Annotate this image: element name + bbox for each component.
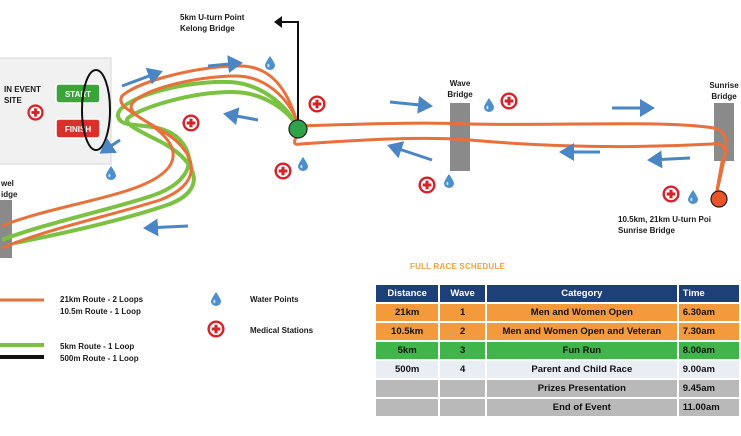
- sunrise-uturn-label-2: Sunrise Bridge: [618, 226, 675, 235]
- header-wave: Wave: [440, 285, 485, 302]
- medical-cross-icon: [274, 162, 292, 180]
- kelong-label-2: Kelong Bridge: [180, 24, 235, 33]
- cell-wave: 4: [440, 361, 485, 378]
- kelong-uturn-point: [288, 119, 308, 139]
- cell-distance: [376, 399, 439, 416]
- header-time: Time: [678, 285, 739, 302]
- cell-time: 8.00am: [678, 342, 739, 359]
- cell-category: Men and Women Open and Veteran: [486, 323, 677, 340]
- kelong-label: 5km U-turn Point: [180, 13, 245, 22]
- cell-wave: 2: [440, 323, 485, 340]
- flow-arrow-icon: [207, 55, 243, 74]
- cell-distance: 5km: [376, 342, 439, 359]
- cell-time: 7.30am: [678, 323, 739, 340]
- cell-category: Prizes Presentation: [486, 380, 677, 397]
- medical-cross-icon: [27, 104, 44, 121]
- medical-cross-icon: [418, 176, 436, 194]
- cell-time: 9.45am: [678, 380, 739, 397]
- legend-medical-icon: [207, 320, 225, 338]
- bridge-icon: [714, 103, 734, 161]
- legend-21km-text: 21km Route - 2 Loops: [60, 295, 144, 304]
- medical-cross-icon: [500, 92, 518, 110]
- water-drop-icon: [298, 157, 308, 171]
- flow-arrow-icon: [389, 95, 433, 114]
- cell-wave: 3: [440, 342, 485, 359]
- legend-water-icon: [211, 292, 221, 306]
- cell-distance: 500m: [376, 361, 439, 378]
- left-bridge-label-2: idge: [1, 190, 18, 199]
- water-drop-icon: [688, 190, 698, 204]
- flow-arrow-icon: [121, 67, 163, 88]
- header-category: Category: [486, 285, 677, 302]
- left-bridge-label: wel: [0, 179, 14, 188]
- sunrise-uturn-point: [710, 190, 728, 208]
- route-21km-line: [1, 64, 728, 250]
- schedule-header-row: Distance Wave Category Time: [376, 285, 739, 302]
- cell-distance: 10.5km: [376, 323, 439, 340]
- wave-bridge-label-2: Bridge: [447, 90, 473, 99]
- cell-wave: [440, 399, 485, 416]
- sunrise-uturn-label: 10.5km, 21km U-turn Poi: [618, 215, 711, 224]
- legend-water-text: Water Points: [250, 295, 299, 304]
- water-drop-icon: [265, 56, 275, 70]
- pointer-arrowhead: [274, 16, 282, 28]
- cell-wave: 1: [440, 304, 485, 321]
- water-drop-icon: [106, 166, 116, 180]
- flow-arrow-icon: [387, 141, 433, 162]
- route-500m-pointer: [282, 21, 299, 126]
- header-distance: Distance: [376, 285, 439, 302]
- event-site-label-2: SITE: [4, 96, 22, 105]
- flow-arrow-icon: [143, 218, 189, 237]
- flow-arrow-icon: [647, 150, 691, 169]
- cell-category: End of Event: [486, 399, 677, 416]
- flow-arrows: [99, 55, 691, 237]
- cell-distance: [376, 380, 439, 397]
- medical-cross-icon: [662, 185, 680, 203]
- start-label: START: [65, 90, 91, 99]
- event-site-label: IN EVENT: [4, 85, 41, 94]
- schedule-title: FULL RACE SCHEDULE: [410, 262, 506, 271]
- wave-bridge-label: Wave: [450, 79, 471, 88]
- cell-distance: 21km: [376, 304, 439, 321]
- cell-category: Fun Run: [486, 342, 677, 359]
- water-drop-icon: [484, 98, 494, 112]
- finish-marker: [55, 118, 101, 139]
- cell-time: 11.00am: [678, 399, 739, 416]
- medical-cross-icon: [308, 95, 326, 113]
- bridge-icon: [0, 200, 12, 258]
- flow-arrow-icon: [99, 137, 121, 154]
- cell-wave: [440, 380, 485, 397]
- cell-time: 6.30am: [678, 304, 739, 321]
- medical-cross-icon: [182, 114, 200, 132]
- start-marker: [55, 83, 101, 104]
- start-finish-highlight: [81, 69, 111, 151]
- cell-time: 9.00am: [678, 361, 739, 378]
- legend-500m-text: 500m Route - 1 Loop: [60, 354, 139, 363]
- sunrise-bridge-label-2: Bridge: [711, 92, 737, 101]
- legend-5km-text: 5km Route - 1 Loop: [60, 342, 134, 351]
- legend-medical-text: Medical Stations: [250, 326, 314, 335]
- legend-10-5km-text: 10.5m Route - 1 Loop: [60, 307, 141, 316]
- finish-label: FINISH: [65, 125, 91, 134]
- sunrise-bridge-label: Sunrise: [709, 81, 739, 90]
- flow-arrow-icon: [223, 107, 259, 126]
- cell-category: Parent and Child Race: [486, 361, 677, 378]
- water-drop-icon: [444, 174, 454, 188]
- bridge-icon: [450, 103, 470, 171]
- cell-category: Men and Women Open: [486, 304, 677, 321]
- main-event-site-box: [0, 57, 112, 165]
